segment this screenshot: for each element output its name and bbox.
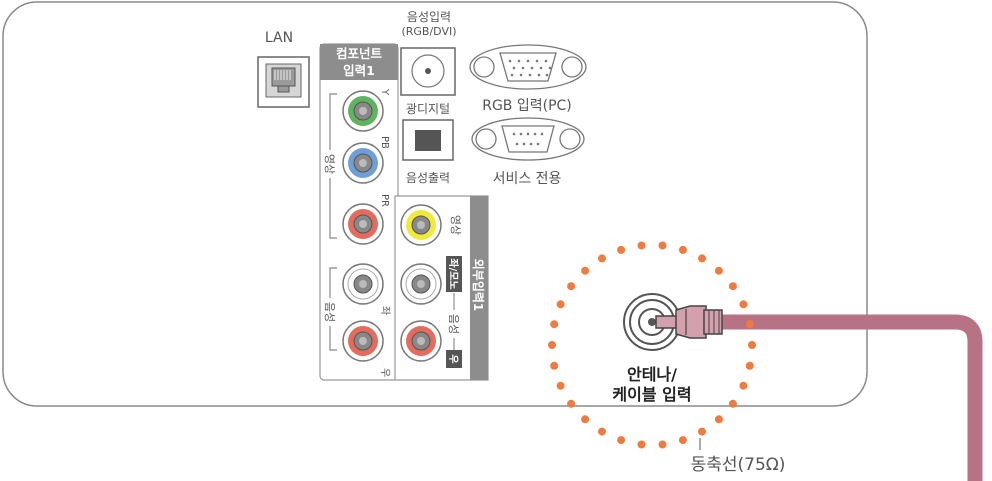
highlight-dot	[678, 436, 687, 445]
coax-label: 동축선(75Ω)	[691, 455, 786, 475]
highlight-dot	[550, 361, 559, 370]
jack-pr-red	[342, 203, 384, 245]
jack-audio-left-white	[342, 263, 384, 305]
optical-label: 광디지털	[406, 102, 450, 116]
y-label: Y	[379, 88, 390, 96]
highlight-dot	[714, 266, 723, 275]
service-port	[471, 117, 585, 161]
jack-ext-audio-right-red	[400, 320, 442, 362]
component-title-bg	[320, 44, 398, 80]
highlight-dot	[637, 440, 646, 449]
highlight-dot	[748, 341, 756, 349]
audio-in-sub-label: (RGB/DVI)	[401, 25, 456, 38]
pb-label: PB	[379, 136, 390, 149]
highlight-dot	[581, 266, 590, 275]
highlight-dot	[556, 300, 565, 309]
optical-port	[402, 119, 454, 161]
audio-out-label: 음성출력	[406, 171, 450, 185]
highlight-dot	[739, 300, 748, 309]
highlight-dot	[739, 381, 748, 390]
highlight-dot	[745, 361, 754, 370]
highlight-dot	[745, 320, 754, 329]
highlight-dot	[548, 341, 556, 349]
highlight-dot	[658, 241, 667, 250]
highlight-dot	[550, 320, 559, 329]
highlight-dot	[581, 415, 590, 424]
pr-label: PR	[379, 194, 390, 207]
lan-label: LAN	[265, 30, 293, 46]
ext-video-label: 영상	[449, 215, 462, 235]
antenna-label-line2: 케이블 입력	[612, 385, 691, 404]
left-small-label: 좌	[379, 306, 391, 315]
highlight-dot	[567, 399, 576, 408]
highlight-dot	[658, 440, 667, 449]
highlight-dot	[556, 381, 565, 390]
jack-pb-blue	[342, 142, 384, 184]
ext-right-bg	[446, 350, 462, 368]
highlight-dot	[637, 241, 646, 250]
highlight-dot	[598, 254, 606, 263]
highlight-dotted-circle	[548, 241, 756, 449]
jack-audio-right-red	[342, 320, 384, 362]
jack-ext-audio-left-white	[400, 263, 442, 305]
highlight-dot	[598, 427, 606, 436]
highlight-dot	[714, 415, 723, 424]
ext-mono-bg	[446, 256, 462, 292]
highlight-dot	[678, 245, 687, 254]
lan-port	[257, 56, 310, 108]
highlight-dot	[617, 245, 626, 254]
component-title-2: 입력1	[343, 63, 375, 78]
highlight-dot	[567, 282, 576, 291]
highlight-dot	[728, 282, 737, 291]
highlight-dot	[617, 436, 626, 445]
ext-right-label: 우	[447, 354, 459, 363]
coax-connector	[655, 305, 723, 339]
external-title: 외부입력1	[471, 259, 486, 312]
rgb-pc-port	[469, 44, 587, 90]
ext-audio-label: 음성	[447, 314, 460, 334]
highlight-dot	[698, 427, 706, 436]
component-title-1: 컴포넌트	[336, 46, 383, 61]
right-small-label: 우	[379, 368, 391, 377]
highlight-dot	[698, 254, 706, 263]
service-label: 서비스 전용	[493, 171, 562, 187]
audio-in-label: 음성입력	[407, 10, 451, 24]
coax-cable	[720, 314, 983, 481]
highlight-dot	[728, 399, 737, 408]
external-title-bg	[470, 196, 488, 380]
jack-ext-video-yellow	[400, 204, 442, 246]
video-vertical-label: 영상	[323, 154, 336, 174]
audio-vertical-label: 음성	[323, 302, 336, 322]
antenna-label-line1: 안테나/	[627, 365, 677, 384]
rgb-pc-label: RGB 입력(PC)	[482, 98, 572, 114]
jack-y-green	[342, 90, 384, 132]
audio-in-jack	[400, 47, 456, 96]
ext-mono-label: 좌/모노	[447, 258, 460, 289]
